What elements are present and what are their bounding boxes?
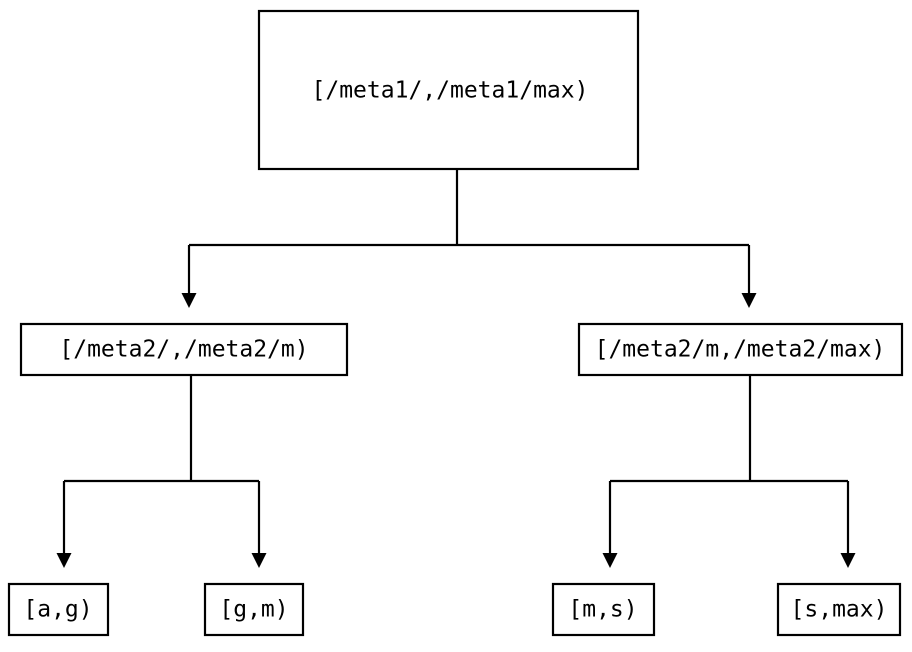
- node-mid-left[interactable]: [/meta2/,/meta2/m): [19, 322, 349, 377]
- node-leaf-ms[interactable]: [m,s): [551, 582, 656, 637]
- node-leaf-ms-box[interactable]: [551, 582, 656, 637]
- node-root[interactable]: [/meta1/,/meta1/max): [257, 9, 640, 171]
- node-root-box[interactable]: [257, 9, 640, 171]
- node-leaf-gm-label: [g,m): [219, 597, 288, 623]
- edge-root-to-mid-left: [181, 169, 749, 308]
- node-root-label: [/meta1/,/meta1/max): [312, 78, 589, 104]
- node-mid-left-label: [/meta2/,/meta2/m): [59, 337, 308, 363]
- arrow-head-icon-mid-right: [741, 293, 757, 308]
- edge-mid-left-to-leaves: [56, 375, 267, 568]
- node-leaf-gm-box[interactable]: [203, 582, 305, 637]
- node-leaf-ag-label: [a,g): [23, 597, 92, 623]
- node-mid-left-box[interactable]: [19, 322, 349, 377]
- node-leaf-ms-label: [m,s): [568, 597, 637, 623]
- edge-root-to-mid-right: [741, 245, 757, 308]
- arrow-head-icon-leaf-ms: [602, 553, 618, 568]
- node-leaf-ag[interactable]: [a,g): [7, 582, 110, 637]
- node-leaf-smax-box[interactable]: [776, 582, 902, 637]
- node-mid-right[interactable]: [/meta2/m,/meta2/max): [577, 322, 904, 377]
- edge-mid-right-to-leaves: [602, 375, 856, 568]
- arrow-head-icon-mid-left: [181, 293, 197, 308]
- node-mid-right-label: [/meta2/m,/meta2/max): [595, 337, 886, 363]
- node-leaf-smax[interactable]: [s,max): [776, 582, 902, 637]
- node-leaf-smax-label: [s,max): [791, 597, 888, 623]
- arrow-head-icon-leaf-ag: [56, 553, 72, 568]
- arrow-head-icon-leaf-gm: [251, 553, 267, 568]
- node-mid-right-box[interactable]: [577, 322, 904, 377]
- node-leaf-ag-box[interactable]: [7, 582, 110, 637]
- arrow-head-icon-leaf-smax: [840, 553, 856, 568]
- node-leaf-gm[interactable]: [g,m): [203, 582, 305, 637]
